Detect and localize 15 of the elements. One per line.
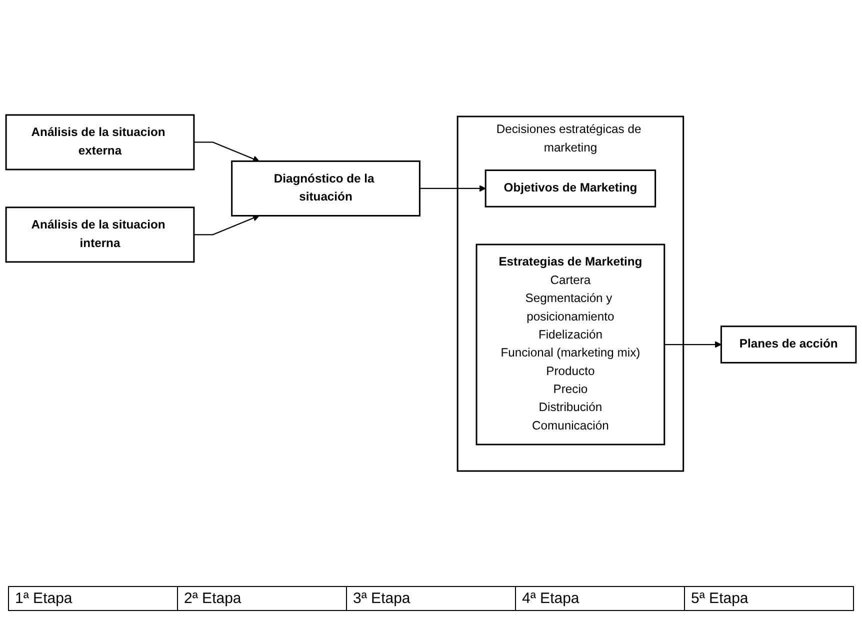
node-box: Análisis de la situacion interna: [5, 206, 195, 263]
node-box: Diagnóstico de la situación: [231, 160, 420, 216]
node-box: Planes de acción: [720, 326, 857, 364]
node-box: Estrategias de Marketing Cartera Segmentación y posicionamiento Fidelización Funcional (marketing mix) Producto Precio Distribución Comunicación: [476, 244, 666, 446]
arrow: [194, 214, 260, 236]
stage-label: 2ª Etapa: [178, 587, 347, 610]
arrow: [664, 341, 722, 348]
stage-label: 5ª Etapa: [690, 589, 750, 609]
stage-label: 1ª Etapa: [9, 587, 178, 610]
stage-label: 3ª Etapa: [347, 587, 516, 610]
stage-label: 4ª Etapa: [516, 587, 685, 610]
arrow: [420, 185, 486, 192]
arrow: [194, 142, 260, 162]
node-box: Objetivos de Marketing: [484, 170, 656, 208]
node-box: Análisis de la situacion externa: [5, 114, 195, 170]
